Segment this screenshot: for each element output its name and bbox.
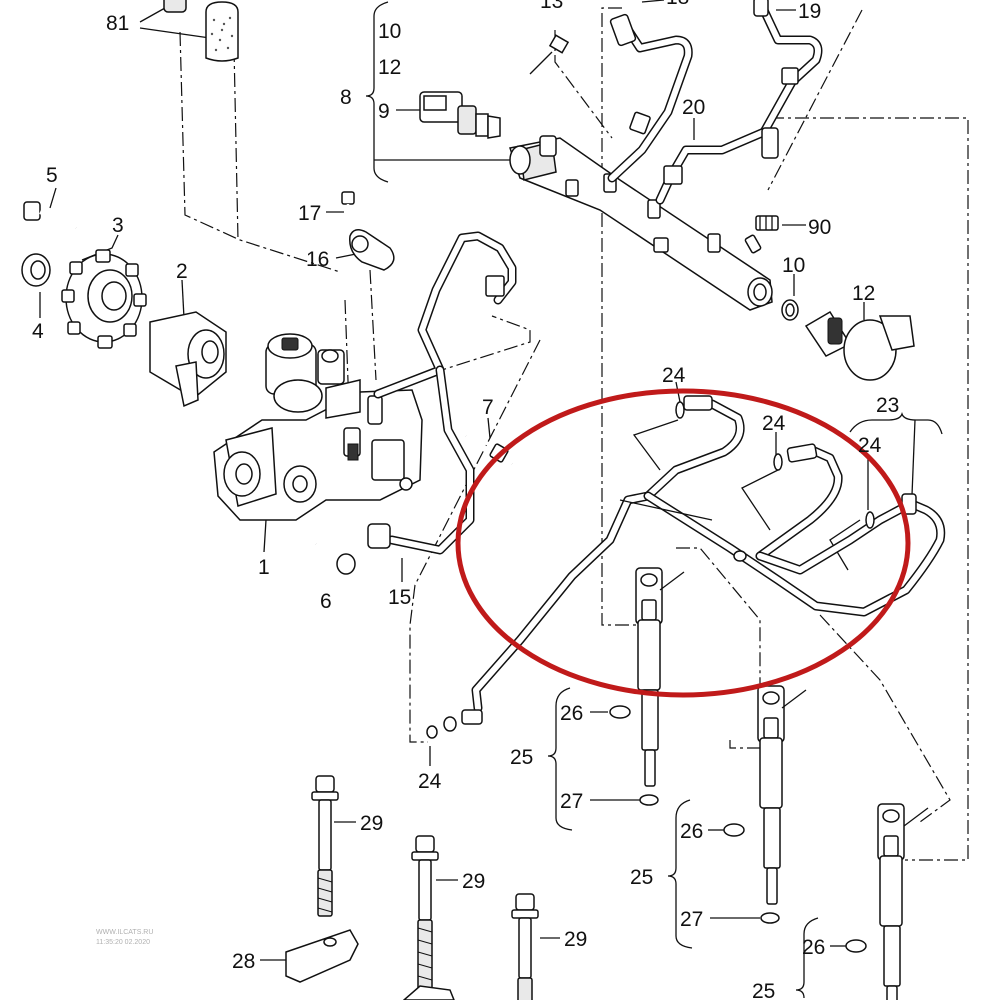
label-24-top: 24 [662, 364, 686, 387]
label-29-c: 29 [564, 928, 587, 951]
part-9-sensor [419, 91, 501, 139]
label-26-a: 26 [560, 702, 583, 725]
label-27-a: 27 [560, 790, 583, 813]
part-13-bolt [529, 34, 570, 75]
label-2: 2 [176, 260, 188, 283]
label-25-a: 25 [510, 746, 533, 769]
callout-labels: 81 10 12 8 9 13 18 19 20 90 10 12 5 3 2 … [32, 0, 899, 1000]
parts-6-7-15 [314, 231, 517, 575]
return-lines-23 [426, 395, 946, 739]
label-10-right: 10 [782, 254, 805, 277]
watermark-timestamp: 11:35:20 02.2020 [96, 939, 150, 946]
label-12-right: 12 [852, 282, 875, 305]
label-25-c: 25 [752, 980, 775, 1000]
fuel-rail [509, 135, 773, 311]
watermark-site: WWW.ILCATS.RU [96, 929, 153, 936]
label-26-c: 26 [802, 936, 825, 959]
bolts-29-clamp-28 [285, 775, 539, 1000]
watermark: WWW.ILCATS.RU 11:35:20 02.2020 [96, 929, 153, 946]
seals-24 [675, 401, 875, 529]
label-5: 5 [46, 164, 58, 187]
label-26-b: 26 [680, 820, 703, 843]
leader-lines [39, 0, 969, 999]
label-1: 1 [258, 556, 270, 579]
label-6: 6 [320, 590, 332, 613]
top-fuel-lines [607, 0, 823, 205]
label-19: 19 [798, 0, 821, 23]
label-90: 90 [808, 216, 831, 239]
injector-3 [845, 803, 929, 1000]
label-27-b: 27 [680, 908, 703, 931]
label-8: 8 [340, 86, 352, 109]
injector-2 [723, 685, 807, 924]
part-81-sleeves [163, 0, 239, 62]
label-3: 3 [112, 214, 124, 237]
label-10-top: 10 [378, 20, 401, 43]
label-23: 23 [876, 394, 899, 417]
label-4: 4 [32, 320, 44, 343]
label-28: 28 [232, 950, 255, 973]
label-7: 7 [482, 396, 494, 419]
label-17: 17 [298, 202, 321, 225]
label-18: 18 [666, 0, 689, 9]
label-29-a: 29 [360, 812, 383, 835]
parts-16-17 [341, 191, 395, 271]
label-25-b: 25 [630, 866, 653, 889]
parts-2-3-4-5 [21, 201, 227, 408]
label-9: 9 [378, 100, 390, 123]
injector-1 [609, 567, 685, 806]
label-20: 20 [682, 96, 705, 119]
highlight-ellipse [455, 388, 911, 698]
label-24-mid: 24 [762, 412, 786, 435]
label-81: 81 [106, 12, 129, 35]
label-29-b: 29 [462, 870, 485, 893]
part-1-high-pressure-pump [213, 333, 423, 521]
label-15: 15 [388, 586, 411, 609]
label-16: 16 [306, 248, 329, 271]
label-13: 13 [540, 0, 563, 13]
label-24-bottom: 24 [418, 770, 442, 793]
label-24-right: 24 [858, 434, 882, 457]
label-12-top: 12 [378, 56, 401, 79]
part-90-10-12 [755, 215, 915, 381]
